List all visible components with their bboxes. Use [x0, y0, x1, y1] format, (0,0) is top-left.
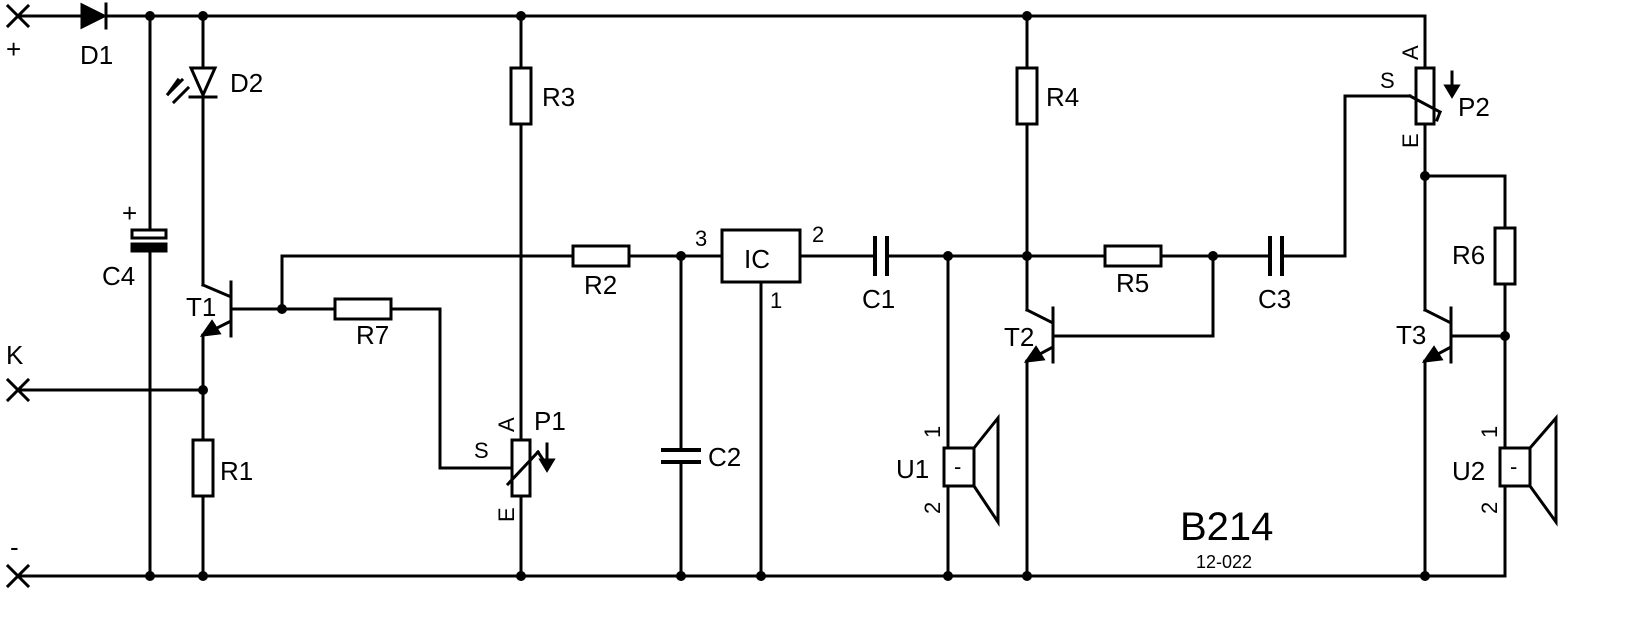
t2-label: T2 — [1004, 322, 1034, 352]
t1-label: T1 — [186, 292, 216, 322]
c3-label: C3 — [1258, 284, 1291, 314]
led-light-arrows — [165, 77, 191, 105]
d1-label: D1 — [80, 40, 113, 70]
r2-label: R2 — [584, 270, 617, 300]
resistor-r3: R3 — [509, 14, 575, 442]
u1-pin1-label: 1 — [920, 426, 945, 438]
resistor-r5: R5 — [1103, 244, 1270, 298]
terminal-minus-label: - — [10, 532, 19, 562]
ic-pin1-label: 1 — [770, 288, 782, 313]
trimmer-p2: P2 A S E — [1380, 14, 1490, 312]
speaker-u1: - U1 1 2 — [896, 254, 1000, 578]
capacitor-c1: C1 — [862, 236, 1107, 314]
p2-a-label: A — [1398, 45, 1423, 60]
p1-e-label: E — [494, 507, 519, 522]
c1-label: C1 — [862, 284, 895, 314]
u1-pin2-label: 2 — [920, 502, 945, 514]
terminal-k: K — [5, 340, 205, 403]
diode-d1: D1 — [80, 2, 113, 70]
p1-label: P1 — [534, 406, 566, 436]
terminal-minus: - — [5, 532, 31, 589]
terminal-plus: + — [5, 3, 31, 64]
resistor-r7: R7 — [333, 297, 514, 470]
u1-minus-label: - — [954, 454, 961, 479]
p2-s-label: S — [1380, 68, 1395, 93]
diagram-code: B214 — [1180, 505, 1273, 549]
terminal-k-label: K — [6, 340, 24, 370]
u2-minus-label: - — [1510, 454, 1517, 479]
c4-label: C4 — [102, 261, 135, 291]
c4-polarity-label: + — [122, 198, 137, 228]
r4-label: R4 — [1046, 82, 1079, 112]
u2-pin2-label: 2 — [1477, 502, 1502, 514]
p2-e-label: E — [1398, 133, 1423, 148]
diagram-number: 12-022 — [1196, 552, 1252, 572]
junction-dots — [145, 11, 1510, 581]
r7-label: R7 — [356, 320, 389, 350]
capacitor-c4: + C4 — [102, 14, 168, 578]
t3-label: T3 — [1396, 320, 1426, 350]
p1-s-label: S — [474, 438, 489, 463]
r3-label: R3 — [542, 82, 575, 112]
transistor-t3: T3 — [1396, 306, 1507, 578]
resistor-r6: R6 — [1423, 174, 1517, 450]
led-d2: D2 — [165, 14, 263, 287]
c2-label: C2 — [708, 442, 741, 472]
speaker-u2: - U2 1 2 — [1452, 413, 1558, 578]
resistor-r2: R2 — [571, 244, 724, 300]
resistor-r4: R4 — [1015, 14, 1079, 312]
u2-label: U2 — [1452, 456, 1485, 486]
d2-label: D2 — [230, 68, 263, 98]
r1-label: R1 — [220, 456, 253, 486]
ic-pin3-label: 3 — [695, 226, 707, 251]
ic-label: IC — [744, 244, 770, 274]
p2-label: P2 — [1458, 92, 1490, 122]
resistor-r1: R1 — [191, 438, 253, 578]
u2-pin1-label: 1 — [1477, 426, 1502, 438]
terminal-plus-label: + — [6, 34, 21, 64]
transistor-t2: T2 — [1004, 254, 1215, 578]
r5-label: R5 — [1116, 268, 1149, 298]
r6-label: R6 — [1452, 240, 1485, 270]
transistor-t1: T1 — [186, 280, 432, 442]
trimmer-p1: P1 A S E — [474, 406, 566, 578]
capacitor-c2: C2 — [661, 254, 741, 578]
capacitor-c3: C3 — [1258, 94, 1412, 314]
p1-a-label: A — [494, 417, 519, 432]
ic-chip: IC 3 2 1 — [695, 222, 875, 578]
u1-label: U1 — [896, 454, 929, 484]
ic-pin2-label: 2 — [812, 222, 824, 247]
